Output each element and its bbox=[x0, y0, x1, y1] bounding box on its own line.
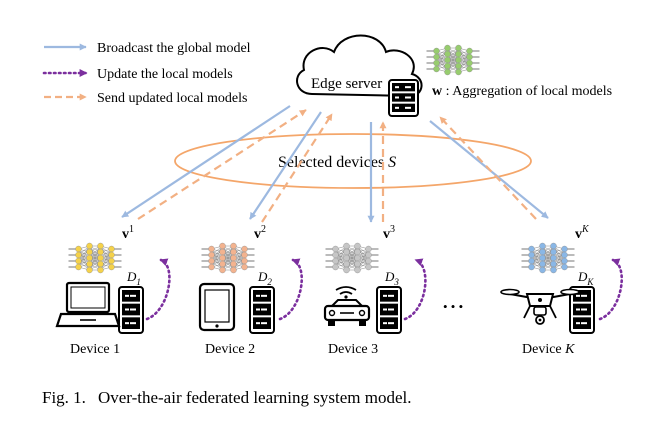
broadcast-arrow-device-1 bbox=[121, 105, 291, 218]
drone-icon bbox=[500, 288, 580, 325]
device-label-3: Device 3 bbox=[328, 342, 378, 357]
send-arrows bbox=[137, 109, 537, 223]
legend: Broadcast the global model Update the lo… bbox=[42, 41, 251, 106]
laptop-icon bbox=[55, 281, 121, 328]
more-devices-ellipsis: • • • bbox=[443, 299, 463, 314]
local-dataset-server-icon bbox=[569, 286, 595, 334]
dataset-label-2: D2 bbox=[257, 269, 272, 287]
local-model-network-icon bbox=[521, 242, 575, 274]
local-dataset-server-icon bbox=[118, 286, 144, 334]
send-arrow-device-K bbox=[439, 116, 537, 220]
selected-devices-ellipse bbox=[174, 133, 532, 189]
local-model-label-K: vK bbox=[575, 224, 590, 242]
legend-broadcast-label: Broadcast the global model bbox=[97, 41, 251, 56]
broadcast-arrow-device-2 bbox=[249, 111, 322, 220]
send-arrow-device-2 bbox=[261, 113, 333, 223]
local-model-network-icon bbox=[201, 242, 255, 274]
local-model-label-2: v2 bbox=[254, 224, 266, 242]
aggregation-label: w : Aggregation of local models bbox=[432, 84, 612, 99]
local-model-network-icon bbox=[68, 242, 122, 274]
server-rack-icon bbox=[388, 79, 419, 117]
figure-caption: Fig. 1. Over-the-air federated learning s… bbox=[42, 388, 412, 408]
selected-devices-label: Selected devices S bbox=[278, 154, 396, 171]
caption-label: Fig. 1. bbox=[42, 388, 86, 407]
local-model-network-icon bbox=[325, 242, 379, 274]
device-label-2: Device 2 bbox=[205, 342, 255, 357]
global-model-network-icon bbox=[426, 44, 480, 76]
dataset-label-3: D3 bbox=[384, 269, 399, 287]
local-dataset-server-icon bbox=[249, 286, 275, 334]
local-dataset-server-icon bbox=[376, 286, 402, 334]
device-label-1: Device 1 bbox=[70, 342, 120, 357]
update-arrow-device-2 bbox=[278, 258, 303, 321]
local-model-label-3: v3 bbox=[383, 224, 395, 242]
update-arrow-device-1 bbox=[145, 258, 171, 321]
device-label-K: Device K bbox=[522, 342, 575, 357]
edge-server-label: Edge server bbox=[311, 76, 382, 92]
tablet-icon bbox=[198, 282, 236, 332]
update-arrow-device-3 bbox=[403, 258, 427, 321]
broadcast-arrows bbox=[121, 105, 549, 223]
local-model-label-1: v1 bbox=[122, 224, 134, 242]
legend-update-label: Update the local models bbox=[97, 67, 233, 82]
dataset-label-1: D1 bbox=[126, 269, 141, 287]
dataset-label-K: DK bbox=[577, 269, 594, 287]
legend-send-label: Send updated local models bbox=[97, 91, 247, 106]
update-arrow-device-K bbox=[598, 258, 623, 321]
caption-text: Over-the-air federated learning system m… bbox=[97, 388, 412, 407]
device-group-K: vK DK Device K bbox=[521, 224, 623, 357]
send-arrow-device-1 bbox=[137, 109, 307, 220]
connected-car-icon bbox=[323, 286, 371, 326]
